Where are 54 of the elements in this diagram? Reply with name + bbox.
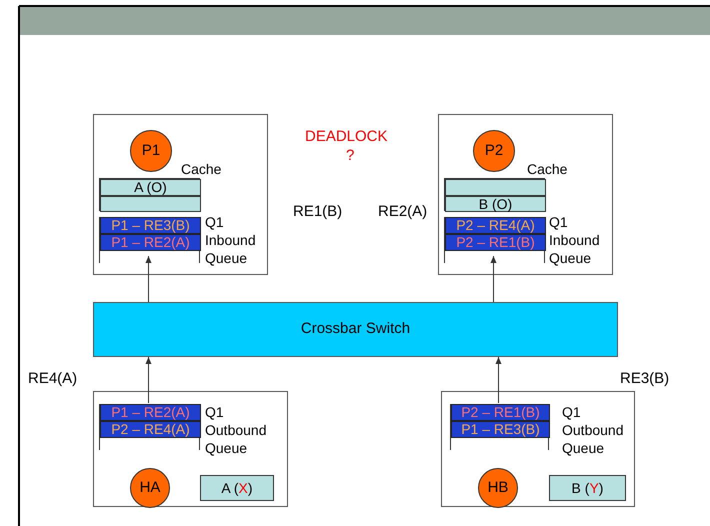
processor-label: P2: [484, 140, 504, 161]
queue-entry: [451, 421, 550, 438]
queue-entry-text: P2 – RE4(A): [111, 420, 190, 439]
memory-block: [549, 475, 626, 501]
queue-bracket: [450, 404, 549, 450]
arrow: [496, 356, 502, 404]
note-text: RE4(A): [28, 369, 78, 389]
note-text: ?: [346, 146, 354, 166]
queue-entry: [100, 404, 201, 421]
queue-bracket: [444, 217, 545, 263]
arrow: [490, 256, 496, 302]
memory-block: [200, 475, 274, 501]
queue-entry-text: P1 – RE2(A): [111, 403, 190, 422]
processor-label: HB: [488, 478, 508, 498]
arrow: [146, 356, 152, 404]
processor-label: HA: [140, 478, 160, 498]
queue-entry: [100, 421, 201, 438]
queue-entry-text: P1 – RE3(B): [111, 216, 190, 235]
side-label: Cache: [527, 160, 568, 178]
memory-text: A (X): [221, 478, 253, 498]
memory-text: B (Y): [572, 478, 604, 498]
node-container: [93, 391, 288, 507]
queue-entry: [445, 217, 546, 234]
queue-entry: [100, 234, 201, 251]
node-container: [438, 114, 613, 275]
queue-entry-text: P1 – RE3(B): [461, 420, 540, 439]
cache-block: [99, 178, 200, 211]
note-text: RE3(B): [620, 369, 670, 389]
queue-entry-text: P1 – RE2(A): [111, 233, 190, 252]
side-label: Q1 Inbound Queue: [205, 213, 257, 267]
crossbar-switch: [93, 302, 618, 357]
cache-line-text: B (O): [478, 194, 512, 214]
queue-entry-text: P2 – RE1(B): [461, 403, 540, 422]
side-label: Q1 Outbound Queue: [205, 403, 268, 457]
switch-label: Crossbar Switch: [300, 319, 410, 340]
arrow: [146, 256, 152, 302]
side-label: Cache: [181, 160, 222, 178]
queue-bracket: [99, 404, 200, 450]
side-label: Q1 Inbound Queue: [549, 213, 601, 267]
queue-entry: [100, 217, 201, 234]
side-label: Q1 Outbound Queue: [562, 403, 624, 457]
queue-entry: [451, 404, 550, 421]
node-container: [93, 114, 268, 275]
note-text: RE1(B): [293, 202, 342, 222]
queue-entry: [445, 234, 546, 251]
node-container: [441, 391, 635, 507]
queue-entry-text: P2 – RE4(A): [456, 216, 535, 235]
processor-label: P1: [142, 140, 160, 161]
note-text: RE2(A): [378, 202, 428, 222]
cache-line-text: A (O): [134, 178, 167, 197]
cache-block: [444, 178, 545, 211]
queue-bracket: [99, 217, 200, 263]
queue-entry-text: P2 – RE1(B): [456, 233, 535, 252]
note-text: DEADLOCK: [305, 127, 388, 147]
